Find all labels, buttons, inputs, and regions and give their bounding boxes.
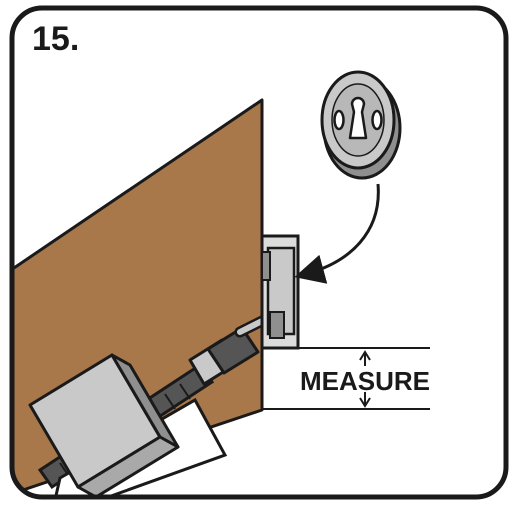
step-number: 15. [32, 20, 79, 58]
curved-arrow-icon [294, 183, 380, 284]
escutcheon-rose-icon [320, 70, 402, 180]
coupling-sleeve [188, 326, 260, 386]
panel-frame [9, 5, 509, 500]
measure-indicator [262, 347, 430, 410]
mounting-plate [260, 234, 300, 350]
measure-label: MEASURE [300, 366, 430, 396]
lock-body [28, 353, 180, 497]
